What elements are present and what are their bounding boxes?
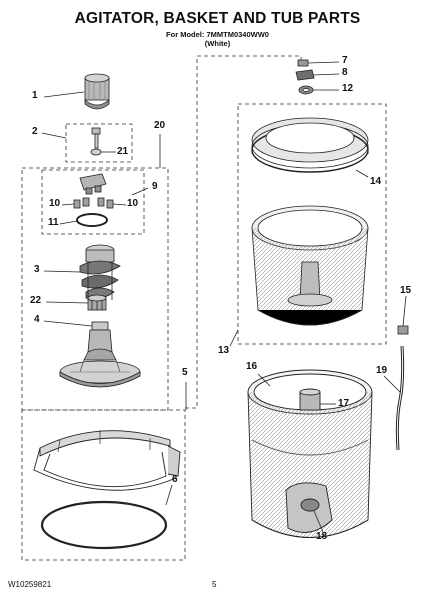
- model-line: For Model: 7MMTM0340WW0: [166, 30, 269, 39]
- callout-19: 19: [376, 365, 388, 376]
- document-number: W10259821: [8, 580, 52, 589]
- callout-14: 14: [370, 176, 382, 187]
- callout-22: 22: [30, 295, 42, 306]
- outer-tub: [247, 369, 373, 538]
- agitator-dog-assembly: [73, 173, 114, 227]
- leader-lines: [41, 61, 407, 533]
- drain-hose-inner: [396, 345, 404, 451]
- callout-20: 20: [154, 120, 166, 131]
- agitator-bolt: [91, 127, 101, 149]
- callout-16: 16: [246, 361, 258, 372]
- callout-2: 2: [32, 126, 38, 137]
- wash-basket: [251, 117, 369, 326]
- callout-6: 6: [172, 474, 178, 485]
- group-link-line: [185, 55, 302, 409]
- tub-ring: [33, 430, 181, 491]
- callout-21: 21: [117, 146, 129, 157]
- page-number: 5: [212, 580, 217, 589]
- callout-7: 7: [342, 55, 348, 66]
- agitator-base: [59, 321, 141, 388]
- diagram-title: AGITATOR, BASKET AND TUB PARTS: [74, 10, 361, 27]
- bolt-washer: [90, 148, 102, 156]
- callout-10-right: 10: [127, 198, 139, 209]
- basket-nut-hardware: [295, 59, 315, 95]
- callout-15: 15: [400, 285, 412, 296]
- callout-12: 12: [342, 83, 354, 94]
- agitator-auger: [79, 244, 121, 300]
- callout-18: 18: [316, 531, 328, 542]
- callout-3: 3: [34, 264, 40, 275]
- drain-hose-clip: [397, 325, 409, 335]
- agitator-cap: [84, 73, 110, 110]
- group-box-14: [237, 103, 387, 345]
- callout-10-left: 10: [49, 198, 61, 209]
- group-box-20: [21, 167, 169, 411]
- tub-ring-seal: [40, 500, 168, 550]
- color-line: (White): [204, 39, 231, 48]
- group-box-2: [65, 123, 133, 163]
- callout-13: 13: [218, 345, 230, 356]
- callout-4: 4: [34, 314, 40, 325]
- callout-8: 8: [342, 67, 348, 78]
- one-way-clutch: [87, 294, 107, 311]
- callout-11: 11: [48, 217, 59, 228]
- callout-5: 5: [182, 367, 188, 378]
- group-box-9: [41, 169, 145, 235]
- callout-9: 9: [152, 181, 158, 192]
- group-box-5: [21, 409, 186, 561]
- callout-1: 1: [32, 90, 38, 101]
- callout-17: 17: [338, 398, 350, 409]
